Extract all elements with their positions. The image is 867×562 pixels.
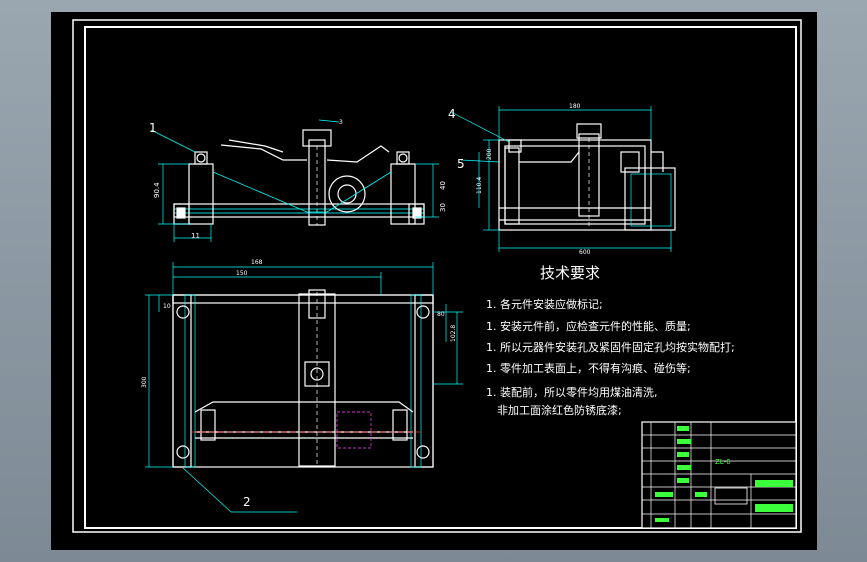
side-right-box-inner — [630, 173, 672, 227]
front-view — [173, 129, 425, 226]
side-left-post — [504, 147, 520, 225]
front-arm-left — [220, 144, 307, 161]
dim-plan-top-1: 168 — [251, 259, 263, 266]
side-center-head — [576, 123, 602, 139]
dim-side-top: 180 — [569, 103, 581, 110]
front-center-head — [302, 129, 332, 147]
side-right-box — [624, 167, 676, 231]
front-left-bearing — [194, 151, 208, 165]
front-right-bearing-circle — [398, 153, 408, 163]
side-arm — [519, 151, 580, 163]
dim-side-left-2: 110.4 — [476, 177, 483, 194]
dim-plan-left-2: 300 — [141, 376, 148, 388]
plan-right-rail — [414, 294, 434, 468]
dim-plan-left-1: 10 — [163, 303, 171, 310]
dim-front-height: 90.4 — [153, 182, 161, 198]
plan-left-clamp — [200, 409, 216, 441]
inner-border — [84, 26, 797, 529]
dim-side-left-1: 200 — [486, 148, 493, 160]
plan-hidden-motor — [336, 411, 372, 449]
part-label-5: 5 — [457, 157, 465, 171]
plan-hidden-parts — [191, 411, 421, 449]
front-left-post — [188, 163, 214, 225]
plan-top-rail — [172, 294, 434, 304]
dim-side-bottom: 600 — [579, 249, 591, 256]
plan-corner-tl — [176, 305, 190, 319]
requirement-1: 1. 各元件安装应做标记; — [486, 297, 603, 311]
dim-plan-top-2: 150 — [236, 270, 248, 277]
side-view — [498, 123, 676, 231]
requirement-4: 1. 零件加工表面上，不得有沟痕、碰伤等; — [486, 361, 691, 375]
part-label-1: 1 — [149, 121, 157, 135]
front-rail-inner — [173, 208, 425, 214]
side-frame-outer — [498, 139, 652, 231]
plan-right-rail-inner — [410, 294, 422, 468]
requirement-3: 1. 所以元器件安装孔及紧固件固定孔均按实物配打; — [486, 340, 735, 354]
plan-view — [172, 289, 434, 468]
dim-plan-right-1: 80 — [437, 311, 445, 318]
requirement-6: 非加工面涂红色防锈底漆; — [497, 403, 622, 417]
front-view-dimensions — [150, 119, 439, 242]
side-arm-right — [651, 151, 664, 172]
plan-frame-outer — [172, 294, 434, 468]
side-left-bearing — [508, 139, 522, 153]
front-cable — [212, 171, 392, 213]
side-right-bracket — [620, 151, 640, 173]
front-right-end — [408, 203, 425, 225]
title-block-code: ZL-6 — [715, 458, 731, 466]
requirement-5: 1. 装配前，所以零件均用煤油清洗, — [486, 385, 658, 399]
dim-front-right-2: 30 — [439, 203, 447, 212]
cad-drawing-canvas[interactable]: 90.4 40 30 11 1 3 180 200 110.4 600 — [51, 12, 817, 550]
plan-corner-tr — [416, 305, 430, 319]
front-arm-left-top — [228, 139, 284, 153]
part-label-4: 4 — [448, 107, 456, 121]
dim-front-bottom: 11 — [191, 232, 200, 240]
plan-lower-bar — [194, 401, 414, 413]
front-arm-right — [326, 145, 390, 163]
dim-front-right-1: 40 — [439, 181, 447, 190]
part-label-2: 2 — [243, 495, 251, 509]
front-left-bearing-circle — [196, 153, 206, 163]
plan-center-head — [308, 289, 326, 319]
tech-requirements-title: 技术要求 — [540, 264, 600, 282]
plan-corner-br — [416, 445, 430, 459]
front-right-end-mark — [412, 207, 422, 219]
front-right-post — [390, 163, 416, 225]
part-label-3: 3 — [339, 119, 343, 126]
front-base-rail — [173, 203, 425, 218]
outer-border — [72, 19, 802, 533]
title-block — [641, 421, 797, 529]
front-disc-hub — [337, 184, 357, 204]
plan-view-dimensions — [145, 262, 463, 513]
side-view-dimensions — [450, 106, 672, 252]
dim-plan-right-2: 102.8 — [450, 325, 457, 342]
requirement-2: 1. 安装元件前，应检查元件的性能、质量; — [486, 319, 691, 333]
plan-left-rail-inner — [184, 294, 196, 468]
front-right-bearing — [396, 151, 410, 165]
plan-corner-bl — [176, 445, 190, 459]
front-left-end-mark — [176, 207, 186, 219]
plan-left-rail — [172, 294, 192, 468]
plan-right-clamp — [392, 409, 408, 441]
front-disc — [328, 175, 366, 213]
